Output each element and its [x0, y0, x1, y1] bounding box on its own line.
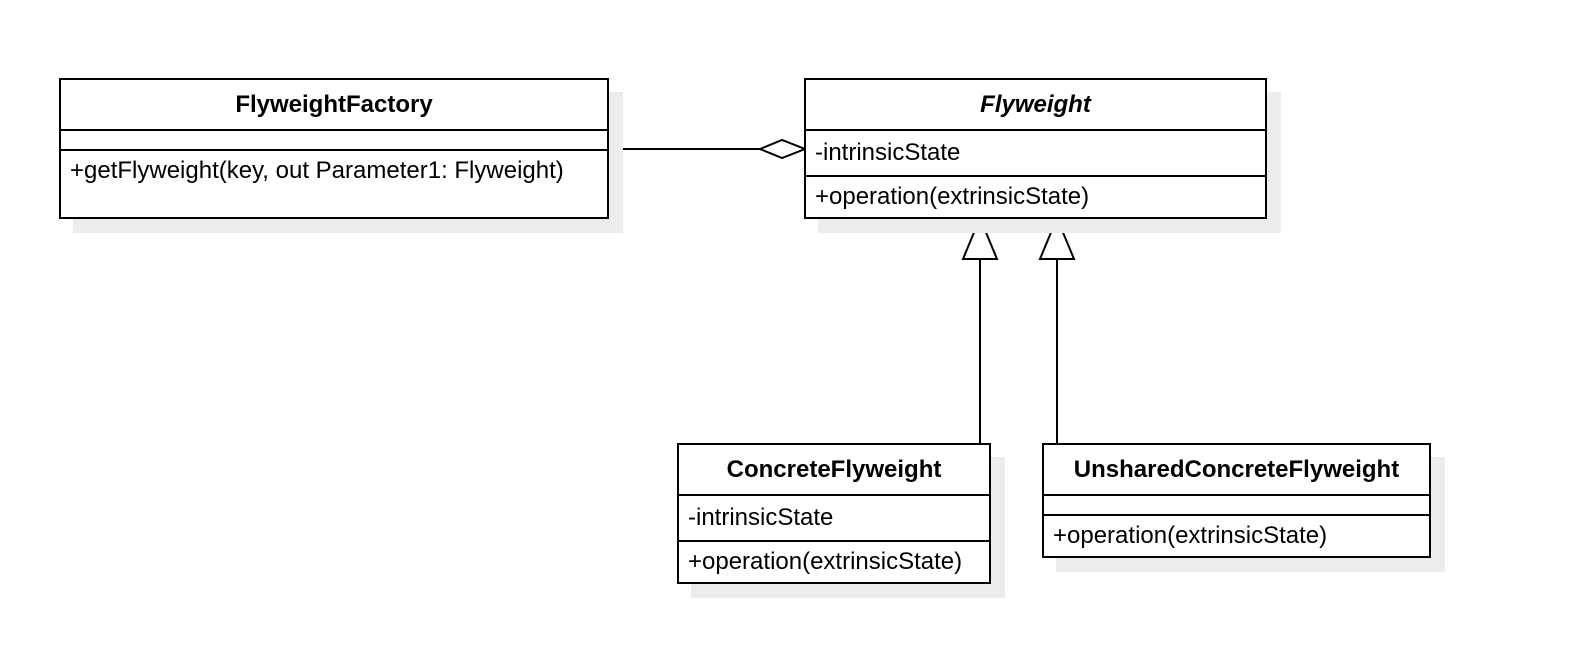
aggregation-diamond	[757, 138, 808, 160]
operation-operation: +operation(extrinsicState)	[688, 548, 963, 575]
generalization-arrowhead-unshared	[1038, 215, 1076, 260]
class-concrete-flyweight[interactable]: ConcreteFlyweight -intrinsicState +opera…	[677, 443, 991, 584]
attributes-section	[61, 131, 607, 151]
attribute-intrinsic-state: -intrinsicState	[679, 496, 989, 542]
operation-operation: +operation(extrinsicState)	[1053, 522, 1328, 549]
generalization-arrowhead-concrete	[961, 215, 999, 260]
operation-get-flyweight: +getFlyweight(key, out Parameter1: Flywe…	[70, 157, 564, 184]
class-name: ConcreteFlyweight	[679, 445, 989, 496]
class-name: UnsharedConcreteFlyweight	[1044, 445, 1429, 496]
attribute-intrinsic-state: -intrinsicState	[806, 131, 1265, 177]
operation-operation: +operation(extrinsicState)	[815, 183, 1090, 210]
class-name: FlyweightFactory	[61, 80, 607, 131]
class-name: Flyweight	[806, 80, 1265, 131]
class-unshared-concrete-flyweight[interactable]: UnsharedConcreteFlyweight +operation(ext…	[1042, 443, 1431, 558]
attributes-section	[1044, 496, 1429, 516]
class-flyweight-factory[interactable]: FlyweightFactory +getFlyweight(key, out …	[59, 78, 609, 219]
class-flyweight[interactable]: Flyweight -intrinsicState +operation(ext…	[804, 78, 1267, 219]
